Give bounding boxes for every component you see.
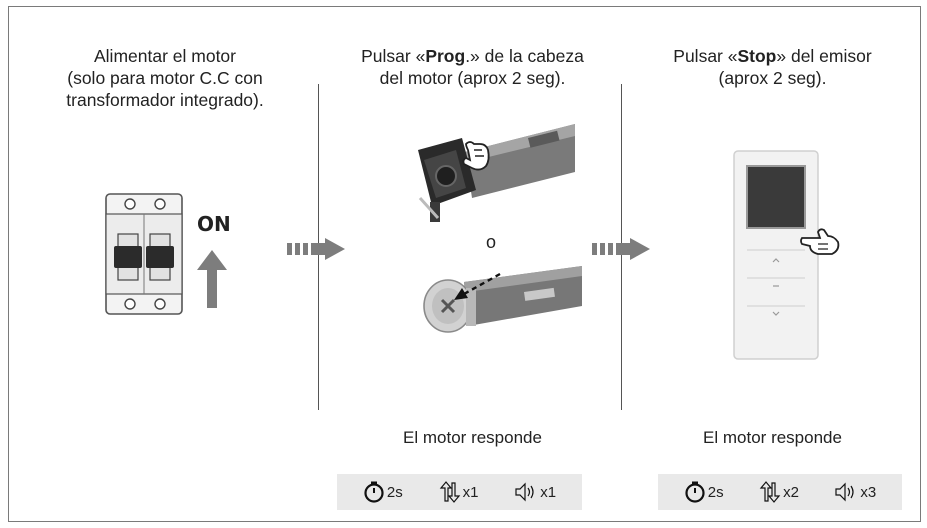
timer-item: 2s	[363, 481, 403, 503]
pointing-hand-icon	[462, 141, 490, 171]
motor-head-image	[418, 124, 575, 222]
remote-control-image	[733, 150, 819, 360]
dashed-pointer-arrow	[454, 272, 501, 300]
step3-response-legend: 2s x2 x3	[658, 474, 902, 510]
up-arrow-icon	[197, 250, 227, 308]
next-arrow-icon	[287, 238, 345, 260]
step3-caption: El motor responde	[703, 428, 842, 447]
speaker-icon	[515, 482, 534, 502]
next-arrow-icon-2	[592, 238, 650, 260]
or-label: o	[486, 232, 497, 252]
step3-instruction: Pulsar «Stop» del emisor (aprox 2 seg).	[673, 46, 872, 88]
movement-item: x1	[439, 481, 478, 503]
instruction-frame	[8, 6, 921, 522]
up-down-arrows-icon	[439, 481, 460, 503]
stopwatch-icon	[364, 481, 384, 503]
step2-instruction: Pulsar «Prog.» de la cabeza del motor (a…	[361, 46, 584, 88]
stopwatch-icon	[685, 481, 705, 503]
sound-item: x3	[834, 481, 876, 503]
speaker-icon	[835, 482, 854, 502]
sound-item: x1	[514, 481, 556, 503]
step2-caption: El motor responde	[403, 428, 542, 447]
pointing-hand-icon-2	[800, 228, 840, 255]
step1-instruction: Alimentar el motor (solo para motor C.C …	[66, 46, 264, 110]
timer-item: 2s	[684, 481, 724, 503]
movement-item: x2	[759, 481, 799, 503]
on-label: ON	[197, 212, 231, 236]
circuit-breaker-icon	[105, 193, 183, 315]
step2-response-legend: 2s x1 x1	[337, 474, 582, 510]
up-down-arrows-icon	[759, 481, 781, 503]
